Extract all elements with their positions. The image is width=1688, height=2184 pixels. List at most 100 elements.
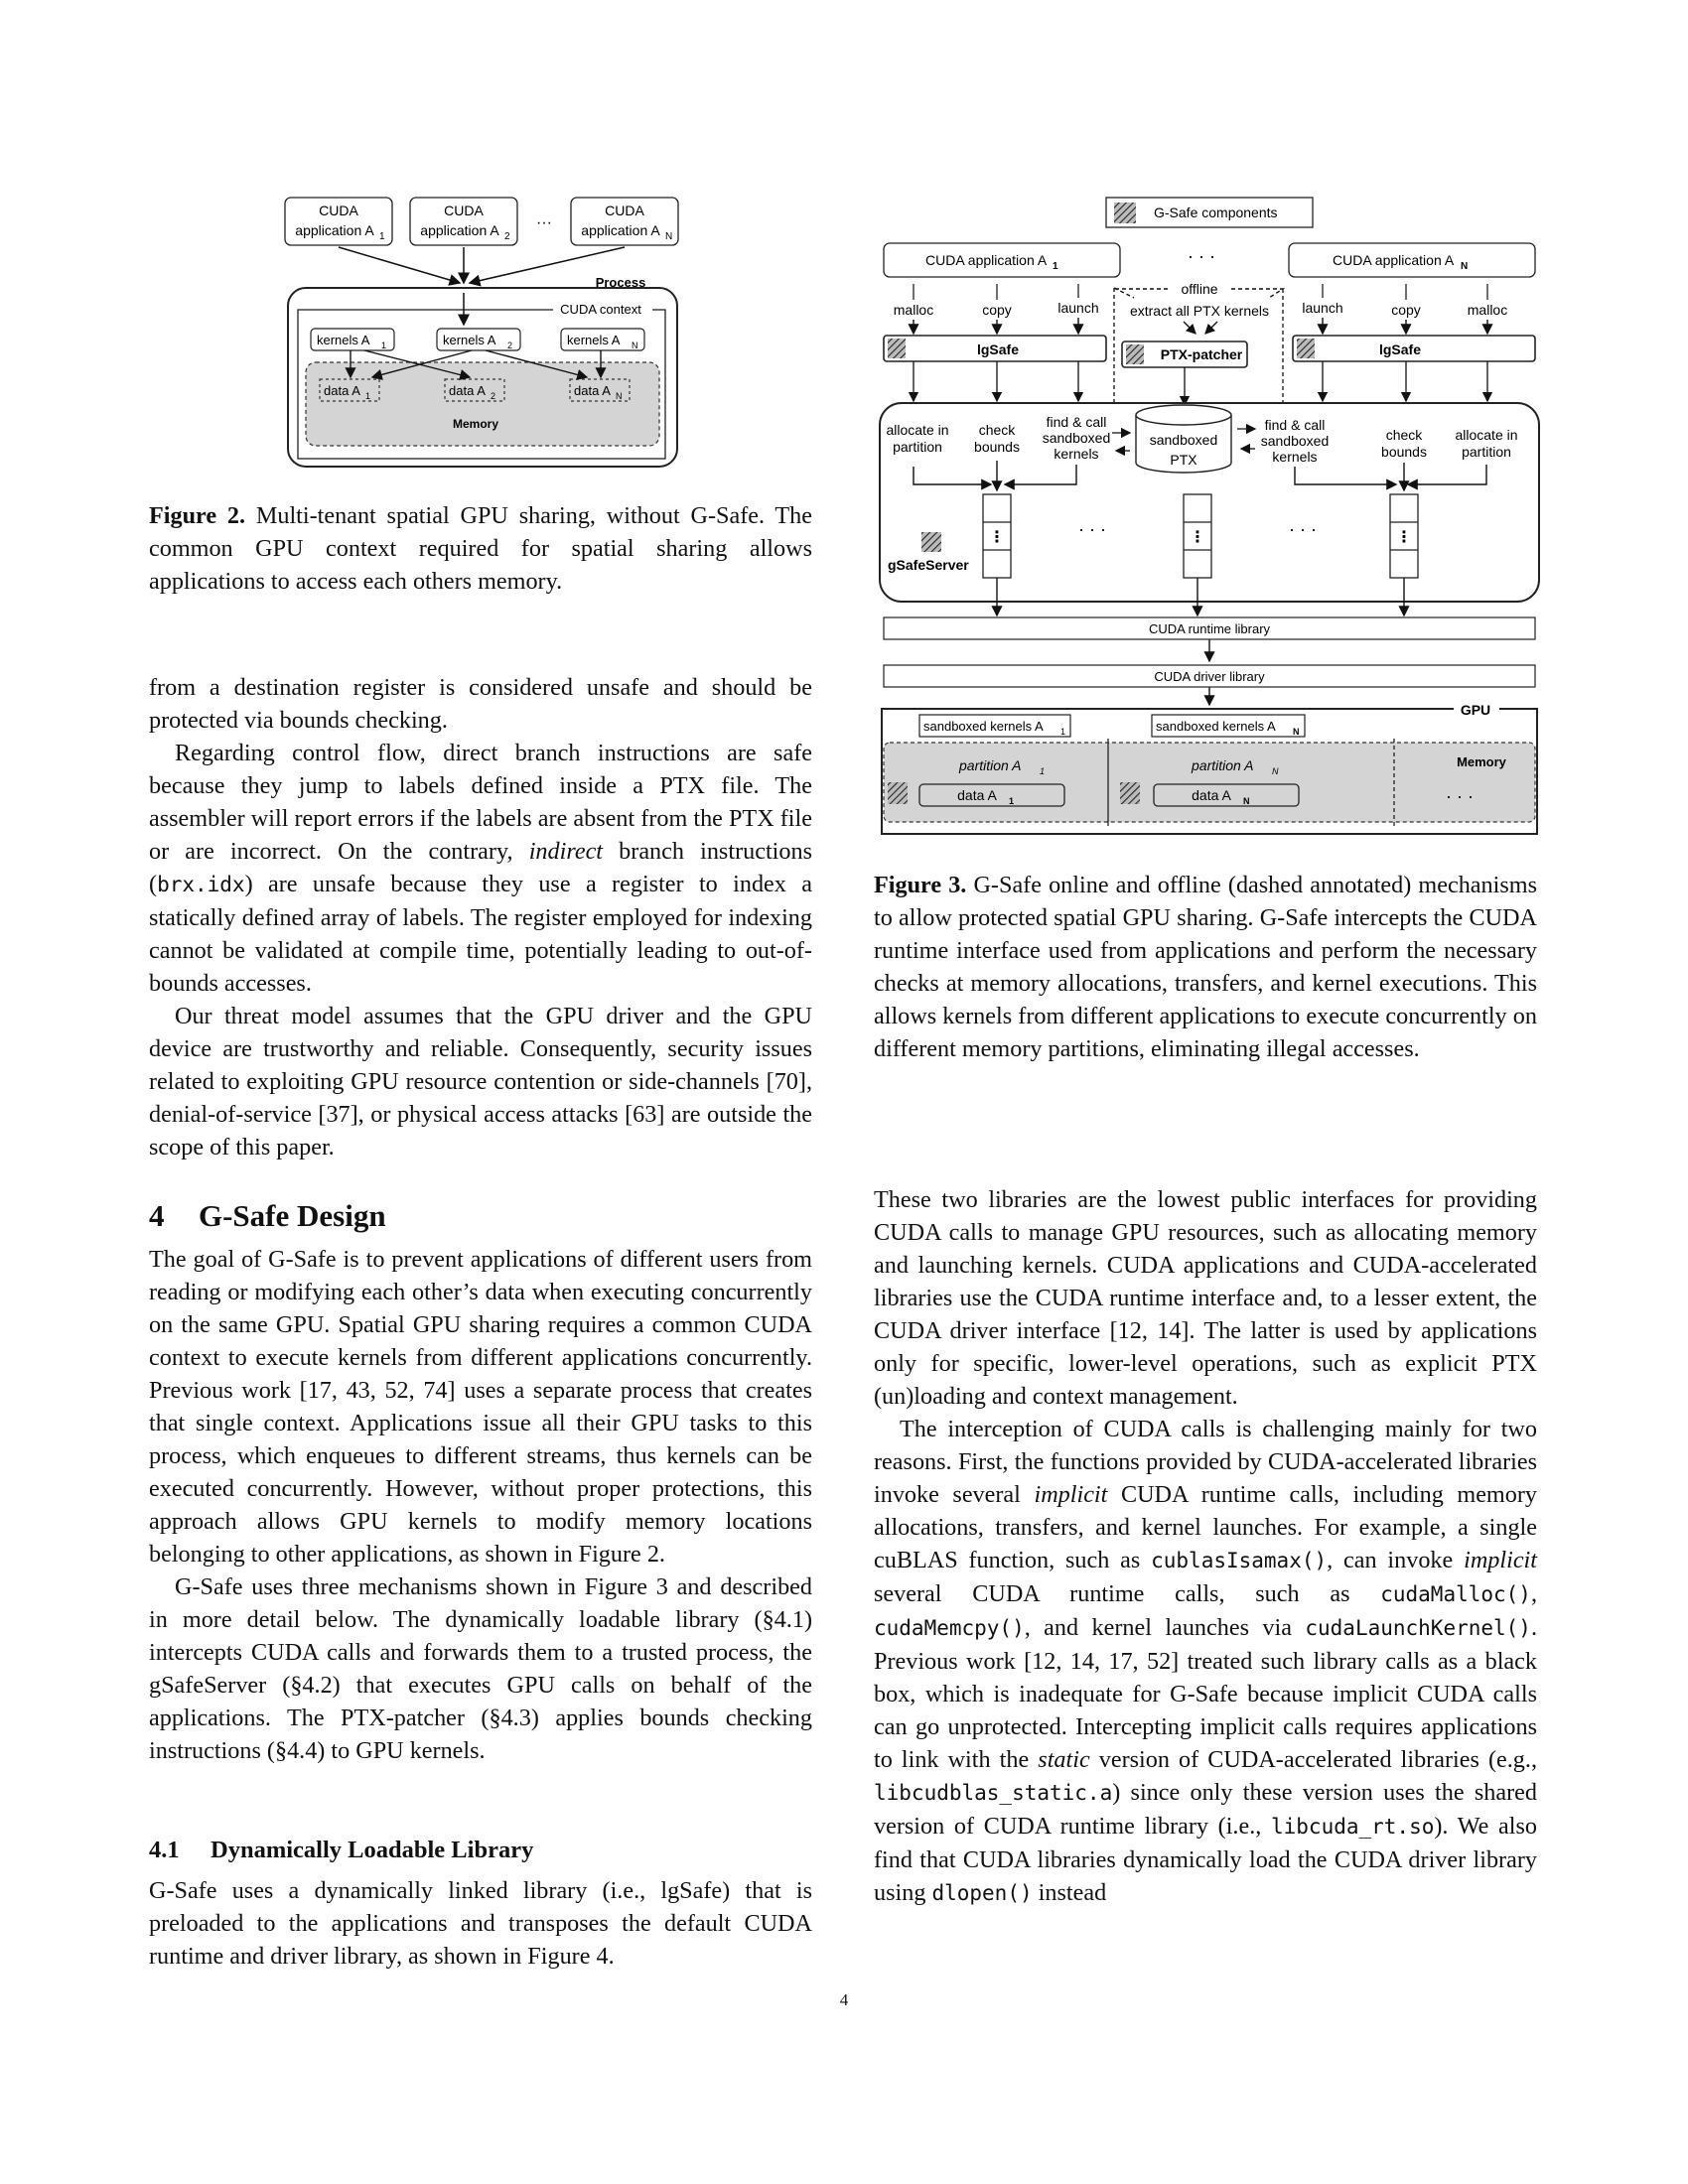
svg-text:⋮: ⋮: [989, 529, 1005, 546]
process-label: Process: [596, 275, 646, 290]
legend-label: G-Safe components: [1154, 205, 1278, 220]
server-right-alloc-1: allocate in: [1455, 427, 1517, 443]
memory-region: [305, 361, 660, 447]
kernel-box-2: [436, 328, 521, 351]
gsafe-server-label: gSafeServer: [888, 557, 969, 573]
queue-left: ⋮: [982, 493, 1012, 579]
server-right-find-1: find & call: [1265, 417, 1326, 433]
call-launch-right: launch: [1302, 300, 1342, 316]
apps-ellipsis: · · ·: [1188, 246, 1215, 266]
lgsafe-box-right: [1292, 335, 1536, 362]
gsafe-component-icon: [888, 782, 908, 804]
sandboxed-kernels-an: [1151, 714, 1306, 738]
figure-2-caption-text: Multi-tenant spatial GPU sharing, withou…: [149, 502, 813, 595]
kernel-2-label: kernels A: [443, 333, 496, 347]
server-right-check-1: check: [1386, 427, 1424, 443]
sandboxed-kernels-a1-sub: 1: [1060, 727, 1065, 737]
left-column-lower: The goal of G-Safe is to prevent applica…: [149, 1243, 812, 1767]
kernel-2-sub: 2: [507, 341, 512, 350]
figure-3-diagram: G-Safe components CUDA application A 1 ·…: [879, 197, 1540, 835]
partition-a1-label: partition A: [958, 757, 1022, 773]
app-n-line1: CUDA: [605, 203, 644, 218]
partition-an-sub: N: [1272, 766, 1279, 776]
call-malloc-left: malloc: [894, 302, 933, 318]
sandboxed-kernels-a1: [918, 714, 1071, 738]
app-1-line1: CUDA: [319, 203, 358, 218]
left-column-final: G-Safe uses a dynamically linked library…: [149, 1874, 812, 1973]
paragraph: Our threat model assumes that the GPU dr…: [149, 1003, 812, 1160]
sandboxed-kernels-an-label: sandboxed kernels A: [1156, 719, 1276, 734]
server-right-find-3: kernels: [1272, 449, 1317, 465]
app-2-line2: application A: [420, 222, 499, 238]
call-copy-right: copy: [1391, 302, 1421, 318]
context-box: [297, 309, 666, 460]
svg-text:⋮: ⋮: [1190, 529, 1205, 546]
app-an-box: [1288, 242, 1536, 278]
gsafe-component-icon: [921, 532, 941, 552]
extract-label: extract all PTX kernels: [1130, 303, 1269, 319]
section-number: 4: [149, 1198, 165, 1233]
arrow-appn: [468, 246, 626, 287]
server-right-alloc-2: partition: [1462, 444, 1511, 460]
call-launch-left: launch: [1057, 300, 1098, 316]
queue-right: ⋮: [1389, 493, 1419, 579]
gpu-label: GPU: [1461, 702, 1490, 718]
server-left-check-2: bounds: [974, 439, 1020, 455]
app-an-label: CUDA application A: [1333, 252, 1455, 268]
kernel-n-sub: N: [632, 341, 638, 350]
data-2-sub: 2: [491, 391, 495, 401]
paragraph: The interception of CUDA calls is challe…: [874, 1416, 1537, 1906]
app-an-sub: N: [1461, 261, 1468, 272]
kernel-box-1: [310, 328, 395, 351]
left-column-upper: from a destination register is considere…: [149, 671, 812, 1163]
data-n-sub: N: [616, 391, 623, 401]
app-a1-sub: 1: [1053, 261, 1058, 272]
figure-3: G-Safe components CUDA application A 1 ·…: [874, 195, 1545, 840]
server-left-find-2: sandboxed: [1043, 430, 1111, 446]
kernel-1-label: kernels A: [317, 333, 370, 347]
figure-2-caption-label: Figure 2.: [149, 502, 246, 529]
server-left-alloc-2: partition: [893, 439, 942, 455]
lgsafe-label-right: lgSafe: [1379, 341, 1421, 357]
data-n-label: data A: [574, 383, 611, 398]
sandboxed-ptx-store: [1135, 415, 1232, 474]
data-a1-sub: 1: [1009, 796, 1014, 806]
svg-text:⋮: ⋮: [1396, 529, 1412, 546]
app-n-line2: application A: [581, 222, 660, 238]
gsafe-component-icon: [1297, 339, 1315, 358]
gsafe-component-icon: [888, 339, 906, 358]
app-2-line1: CUDA: [444, 203, 484, 218]
figure-2-diagram: CUDA application A 1 CUDA application A …: [284, 197, 679, 468]
sandboxed-kernels-an-sub: N: [1293, 727, 1300, 737]
call-copy-left: copy: [982, 302, 1012, 318]
figure-2-caption: Figure 2. Multi-tenant spatial GPU shari…: [149, 499, 812, 598]
server-left-find-1: find & call: [1047, 414, 1107, 430]
data-a1-label: data A: [957, 787, 997, 803]
data-1-label: data A: [324, 383, 360, 398]
data-box-2: [444, 378, 505, 402]
sandboxed-kernels-a1-label: sandboxed kernels A: [923, 719, 1044, 734]
offline-label: offline: [1181, 281, 1217, 297]
sandboxed-ptx-label-1: sandboxed: [1150, 432, 1218, 448]
figure-3-caption-text: G-Safe online and offline (dashed annota…: [874, 872, 1537, 1062]
kernel-1-sub: 1: [381, 341, 386, 350]
data-2-label: data A: [449, 383, 486, 398]
gsafe-component-icon: [1120, 782, 1140, 804]
lgsafe-label-left: lgSafe: [977, 341, 1019, 357]
gsafe-component-icon: [1126, 344, 1144, 364]
figure-3-caption-label: Figure 3.: [874, 872, 967, 898]
figure-2: CUDA application A 1 CUDA application A …: [273, 194, 690, 474]
app-2-sub: 2: [504, 231, 510, 242]
app-1-sub: 1: [379, 231, 385, 242]
kernel-n-label: kernels A: [567, 333, 621, 347]
subsection-number: 4.1: [149, 1837, 180, 1863]
app-a1-box: [883, 242, 1121, 278]
memory-label: Memory: [453, 417, 498, 431]
data-an-sub: N: [1243, 796, 1250, 806]
call-malloc-right: malloc: [1468, 302, 1507, 318]
partition-an-label: partition A: [1191, 757, 1254, 773]
data-1-sub: 1: [365, 391, 370, 401]
data-box-1: [319, 378, 380, 402]
